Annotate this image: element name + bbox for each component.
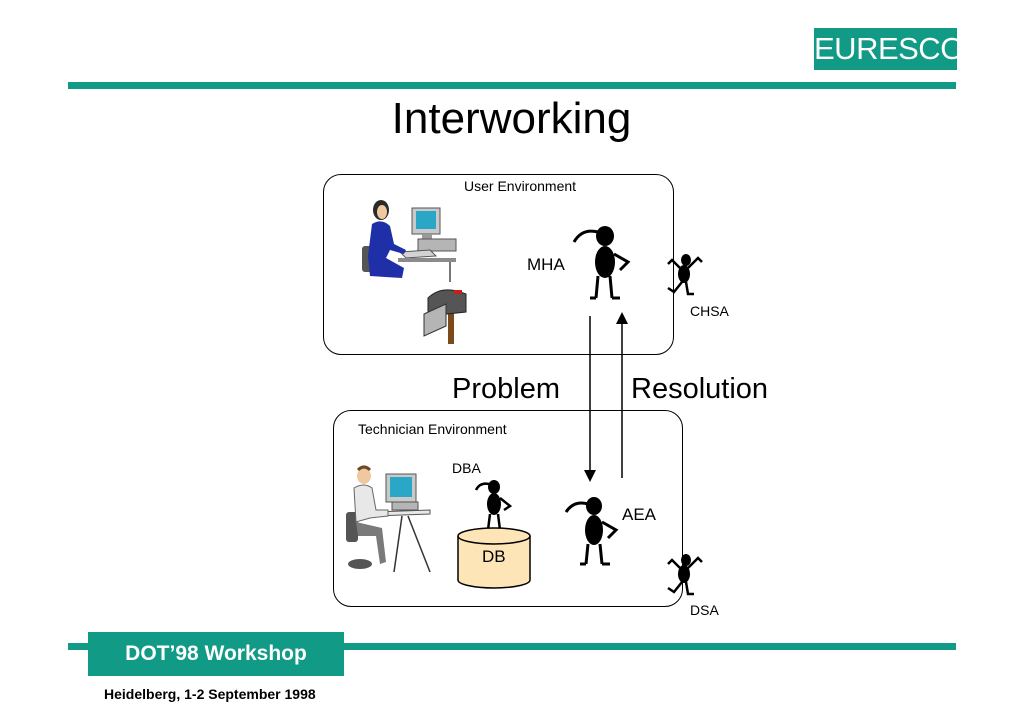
dsa-figure-icon	[667, 554, 703, 596]
aea-label: AEA	[622, 505, 657, 524]
mailbox-icon	[423, 289, 467, 344]
aea-figure-icon	[564, 497, 619, 566]
chsa-label: CHSA	[690, 303, 729, 319]
chsa-figure-icon	[667, 254, 703, 296]
dsa-label: DSA	[690, 602, 719, 618]
dba-figure-icon	[474, 480, 513, 531]
workshop-badge: DOT’98 Workshop	[88, 632, 344, 676]
db-label: DB	[482, 547, 506, 566]
user-environment-label: User Environment	[464, 178, 577, 194]
slide-title: Interworking	[391, 94, 632, 143]
woman-at-computer-icon	[362, 200, 457, 282]
mha-figure-icon	[572, 226, 631, 300]
technician-environment-label: Technician Environment	[358, 421, 507, 437]
footer-divider-right	[344, 643, 956, 650]
header-divider	[68, 82, 956, 89]
dba-label: DBA	[452, 460, 481, 476]
resolution-label: Resolution	[631, 373, 769, 405]
footer-divider-left	[68, 643, 88, 650]
technician-at-computer-icon	[346, 465, 431, 573]
mha-label: MHA	[527, 255, 565, 274]
workshop-date: Heidelberg, 1-2 September 1998	[104, 686, 316, 702]
problem-label: Problem	[452, 373, 560, 405]
db-cylinder-icon	[457, 527, 531, 589]
